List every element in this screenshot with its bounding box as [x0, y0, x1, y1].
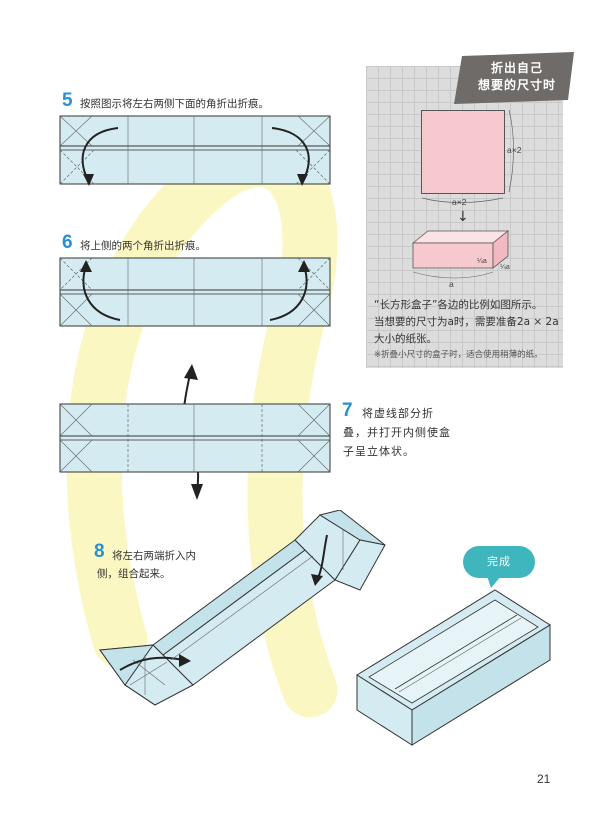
step-7-text-1: 将虚线部分折: [362, 407, 434, 420]
dim-bottom-label: a×2: [452, 197, 467, 207]
tag-ribbon: [454, 52, 574, 104]
step-8-text-1: 将左右两端折入内: [112, 550, 196, 562]
dim-quarter-2: ¼a: [500, 264, 510, 271]
dimension-brackets: [421, 109, 514, 203]
tag-line-1: 折出自己: [490, 61, 543, 75]
note-line-3: 大小的纸张。: [374, 333, 437, 345]
step-6-number: 6: [62, 232, 73, 253]
step-6-diagram: [59, 257, 331, 327]
step-7-number: 7: [342, 400, 353, 421]
down-arrow-icon: ↓: [457, 209, 469, 225]
note-line-2: 当想要的尺寸为a时，需要准备2a × 2a: [374, 316, 559, 328]
note-small: ※折叠小尺寸的盒子时，适合使用稍薄的纸。: [374, 350, 543, 360]
pink-paper-square: [421, 110, 505, 194]
dim-a-label: a: [449, 279, 454, 289]
step-5-diagram: [59, 115, 331, 186]
tag-line-2: 想要的尺寸时: [477, 78, 556, 92]
done-bubble-tail: [487, 576, 501, 588]
dim-quarter-1: ¼a: [477, 258, 487, 265]
step-8-text-2: 侧，组合起来。: [97, 568, 171, 580]
step-6-text: 将上侧的两个角折出折痕。: [80, 240, 206, 252]
step-5-number: 5: [62, 90, 73, 111]
page-number: 21: [537, 772, 551, 786]
finished-box-diagram: [356, 589, 551, 746]
step-7-text-3: 子呈立体状。: [343, 445, 415, 458]
note-line-1: “长方形盒子”各边的比例如图所示。: [374, 299, 543, 311]
dim-side-label: a×2: [507, 145, 522, 155]
done-bubble: 完成: [463, 546, 535, 578]
pink-box-diagram: [411, 230, 510, 279]
step-7-text-2: 叠，并打开内侧使盒: [343, 426, 451, 439]
step-8-number: 8: [94, 541, 105, 562]
step-8-diagram: [99, 510, 386, 706]
step-5-text: 按照图示将左右两侧下面的角折出折痕。: [80, 98, 269, 110]
step-7-diagram: [59, 403, 331, 473]
done-label: 完成: [487, 555, 511, 568]
